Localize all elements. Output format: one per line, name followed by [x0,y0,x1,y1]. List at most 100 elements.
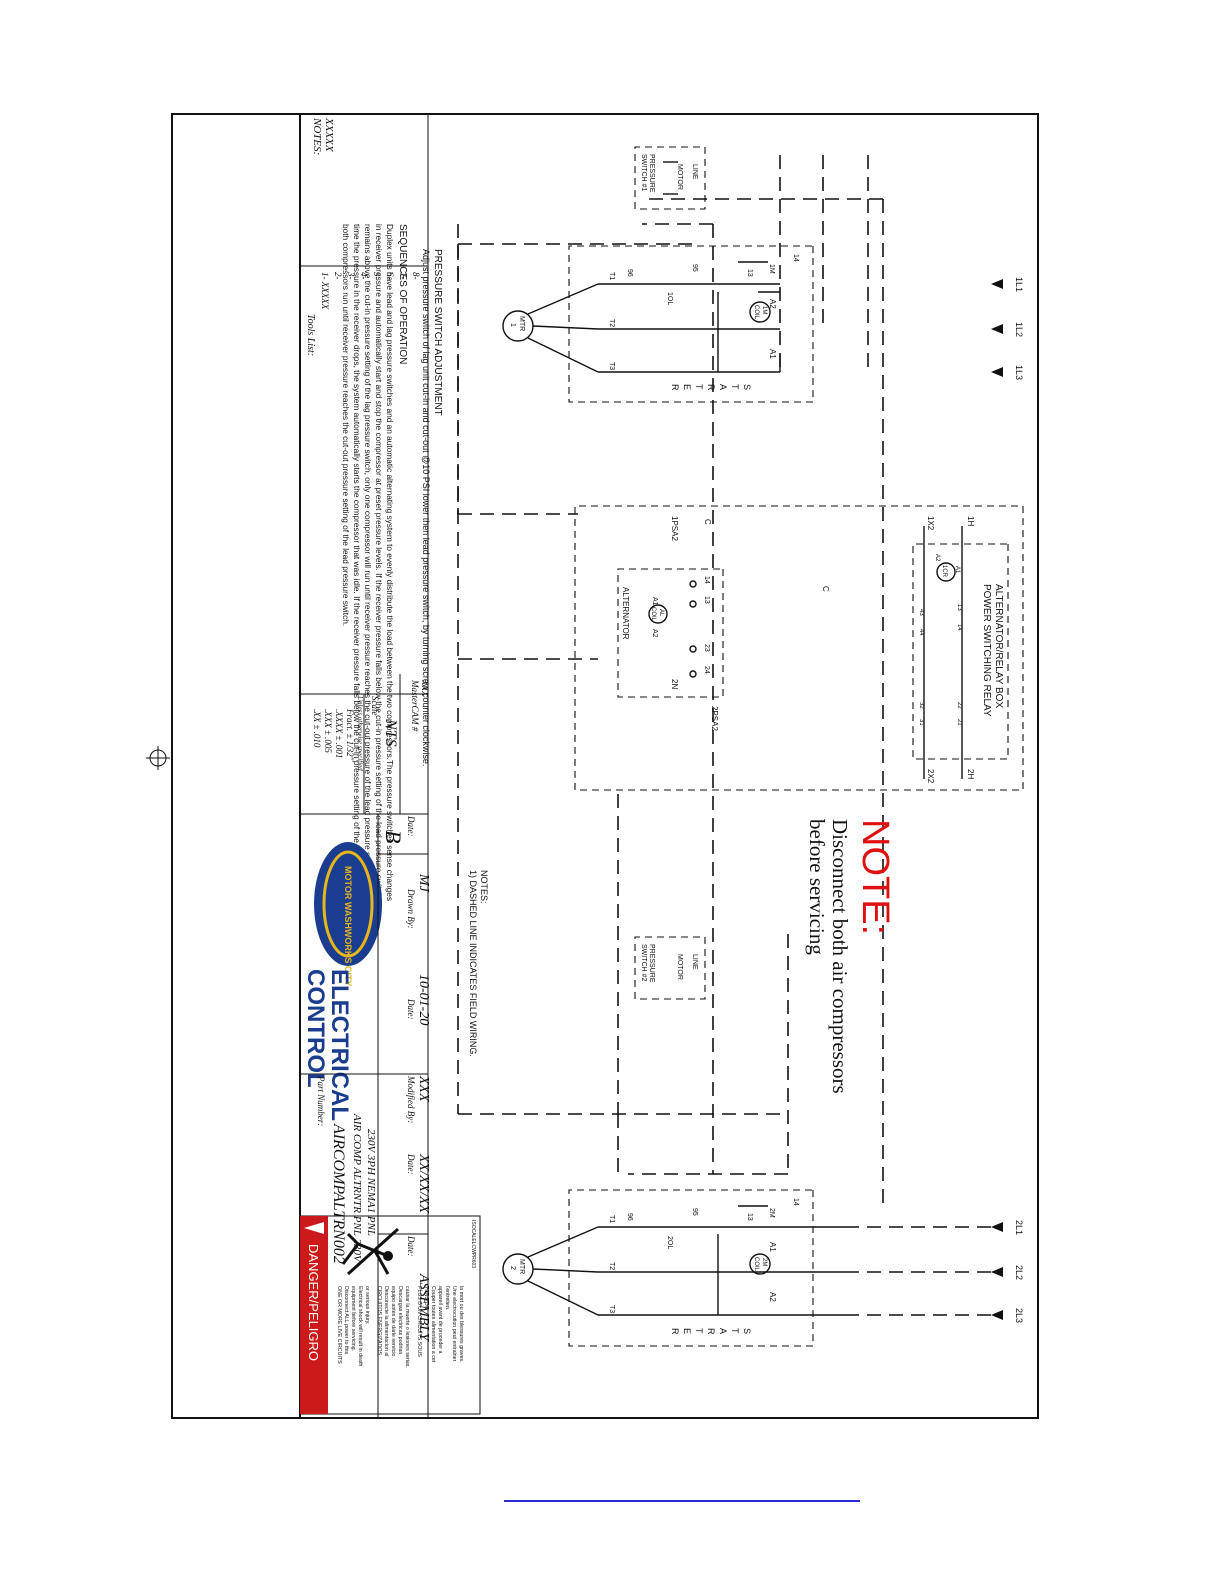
s2-coil-text: COIL [753,1257,759,1272]
terminal-label: 1L1 [1014,277,1024,292]
svg-text:44: 44 [918,629,924,636]
tb-notes-value: XXXXX [323,117,335,153]
s2-95: 95 [691,1208,698,1216]
danger-es-2: Desconecte la alimentacion al [383,1286,389,1356]
tb-description-1: AIR COMP ALTRNTR PNL 230V [351,1113,363,1263]
footer-link-underline[interactable] [504,1500,860,1502]
tb-date-label: Date: [406,815,416,837]
terminal-1x2: 1X2 [926,516,935,531]
tb-modified-date: XX/XX/XX [416,1153,431,1214]
svg-text:3-: 3- [346,271,356,280]
tb-modified-by-value: XXX [416,1075,431,1102]
svg-text:21: 21 [956,719,962,726]
terminal-label: 2L1 [1014,1220,1024,1235]
s1-96: 96 [626,269,633,277]
sequence-line-5: both compressors run until receiver pres… [341,224,351,626]
svg-text:.XXX ± .005: .XXX ± .005 [323,709,333,753]
tb-logo: MOTOR WASHWORKS CITY ELECTRICAL CONTROL [302,814,382,1121]
ps2-pressure: PRESSURE [648,944,655,983]
s2-a1: A1 [768,1242,777,1252]
alternator-module: ALTERNATOR 14 13 23 24 A1 A2 AL COIL [617,568,724,698]
danger-label: DANGER/PELIGRO ONE OR MORE LIVE CIRCUITS… [299,1215,481,1415]
s2-t2: T2 [608,1262,615,1270]
s1-a2: A2 [768,299,777,309]
logo-line-1: ELECTRICAL [326,969,353,1121]
svg-text:A2: A2 [651,629,658,638]
motor2-line-terminals: 2L1 2L2 2L3 [991,1220,1024,1323]
shock-hazard-icon [341,1227,400,1276]
svg-text:COIL: COIL [650,607,656,622]
terminal-label: 1L3 [1014,365,1024,380]
svg-text:R: R [706,384,716,391]
tb-assembly-date-label: Date: [406,1235,416,1257]
logo-badge: MOTOR WASHWORKS CITY [343,866,353,986]
svg-text:1- XXXXX: 1- XXXXX [320,272,330,310]
s1-motor-num: 1 [509,323,516,327]
sequence-line-3: remains above the cut-in pressure settin… [363,224,373,913]
s1-t3: T3 [608,362,615,370]
sequence-heading: SEQUENCES OF OPERATION [397,224,408,364]
svg-text:14: 14 [703,576,710,584]
danger-es-3: equipo antes de darle servicio. [390,1286,396,1358]
terminal-1h: 1H [966,516,975,526]
svg-text:A: A [718,1328,728,1334]
terminal-label: 2L2 [1014,1265,1024,1280]
adjustment-text: Adjust pressure switch of lag unit cut-i… [421,249,431,766]
svg-text:T: T [730,1328,740,1334]
field-wiring-note: 1) DASHED LINE INDICATES FIELD WIRING. [468,870,478,1057]
terminal-2psa2: 2PSA2 [710,706,719,731]
terminal-2h: 2H [966,769,975,779]
s1-a1: A1 [768,349,777,359]
tb-tools-label: Tools List: [305,314,316,356]
tb-part-number-label: Part Number: [316,1075,326,1126]
svg-text:T: T [694,1328,704,1334]
terminal-c-left: C [703,519,712,525]
tb-drawn-date: 10-01-20 [416,974,431,1025]
pressure-switch-1: LINE MOTOR PRESSURE SWITCH #1 [634,146,706,210]
svg-text:43: 43 [918,609,924,616]
svg-text:R: R [670,1328,680,1335]
s1-starter-letters: S T A R T E R [670,384,752,391]
danger-fr-6: Une electrocution peut entrainer [451,1286,457,1362]
tb-drawn-by: Date: B Drawn By: MJ Date: 10-01-20 [378,815,431,1025]
svg-text:A2: A2 [934,554,940,562]
svg-text:14: 14 [956,624,962,631]
ps2-switch: SWITCH #2 [640,944,647,981]
svg-text:.XXXX ± .001: .XXXX ± .001 [334,709,344,758]
sequence-line-1: Duplex units have lead and lag pressure … [385,224,395,901]
danger-en-3: equipment before servicing. [350,1286,356,1351]
s1-motor-label: MTR [518,316,525,331]
starter-1: 14 13 1M 96 95 1OL A2 A1 1M COIL T1 T2 T… [502,245,814,403]
field-wiring-notes: NOTES: 1) DASHED LINE INDICATES FIELD WI… [468,870,489,1057]
tb-modified-date-label: Date: [406,1153,416,1175]
s1-95: 95 [691,264,698,272]
danger-en-2: Disconnect ALL power to this [343,1286,349,1354]
svg-text:T: T [730,384,740,390]
danger-en-4: Electrical shock will result in death [357,1286,363,1366]
svg-text:2-: 2- [333,272,343,280]
svg-text:Fract. ± 1/32": Fract. ± 1/32" [345,708,355,761]
terminal-1l3: 1L3 [991,365,1024,380]
tb-drawn-date-label: Date: [406,998,416,1020]
terminal-2n: 2N [670,679,679,689]
svg-text:A: A [718,384,728,390]
motor1-line-terminals: 1L1 1L2 1L3 [991,277,1024,380]
ps2-motor: MOTOR [676,954,683,980]
s2-contact-14: 14 [792,1198,799,1206]
svg-text:22: 22 [956,702,962,709]
pressure-switch-2: LINE MOTOR PRESSURE SWITCH #2 [634,936,706,1000]
terminal-label: 2L3 [1014,1308,1024,1323]
danger-es-5: causar la muerte o lesiones serias. [404,1286,410,1368]
disconnect-note: NOTE: Disconnect both air compressors be… [805,819,896,1094]
note-line-2: before servicing [805,819,829,955]
danger-fr-2: TENSION [423,1286,429,1310]
tb-description-2: 230V 3PH NEMA1 PNL [365,1129,377,1236]
adjustment-heading: PRESSURE SWITCH ADJUSTMENT [432,249,443,416]
svg-text:8-: 8- [411,272,421,280]
note-line-1: Disconnect both air compressors [828,819,852,1094]
s1-t2: T2 [608,319,615,327]
s2-contact-13: 13 [746,1213,753,1221]
power-relay-contacts: 1CR A1 A2 13 14 43 44 22 21 32 31 [918,526,963,779]
danger-es-1: CIRCUITOS ENERGIZADOS [376,1286,382,1356]
svg-text:E: E [682,384,692,390]
